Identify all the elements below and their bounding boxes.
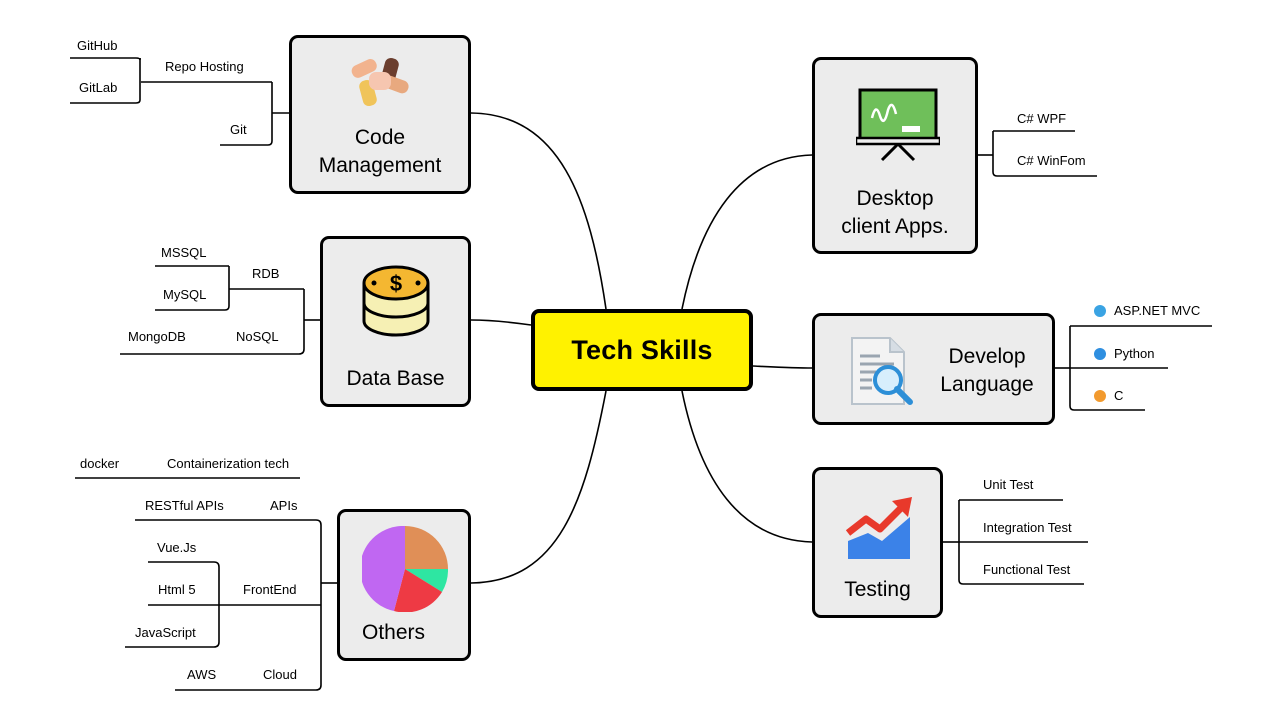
leaf-c[interactable]: C — [1094, 388, 1123, 404]
code-management-title: Code Management — [318, 126, 442, 177]
others-node[interactable]: Others — [337, 509, 471, 661]
leaf-cloud[interactable]: Cloud — [263, 667, 297, 682]
leaf-html5[interactable]: Html 5 — [158, 582, 196, 597]
leaf-git[interactable]: Git — [230, 122, 247, 137]
leaf-integration-test[interactable]: Integration Test — [983, 520, 1072, 535]
document-search-icon — [851, 337, 913, 405]
leaf-python-label: Python — [1114, 346, 1155, 361]
leaf-containerization[interactable]: Containerization tech — [167, 456, 290, 471]
leaf-unit-test[interactable]: Unit Test — [983, 477, 1034, 492]
leaf-rdb[interactable]: RDB — [252, 266, 280, 281]
testing-title: Testing — [844, 578, 911, 601]
leaf-aspnet-label: ASP.NET MVC — [1114, 303, 1201, 318]
leaf-aws[interactable]: AWS — [187, 667, 217, 682]
desktop-apps-title: Desktop client Apps. — [841, 187, 949, 238]
develop-language-node[interactable]: Develop Language — [812, 313, 1055, 425]
leaf-python[interactable]: Python — [1094, 346, 1154, 362]
leaf-mongodb[interactable]: MongoDB — [128, 329, 186, 344]
leaf-wpf[interactable]: C# WPF — [1017, 111, 1067, 126]
leaf-c-label: C — [1114, 388, 1124, 403]
leaf-aspnet[interactable]: ASP.NET MVC — [1094, 303, 1200, 319]
growth-chart-icon — [846, 497, 912, 559]
leaf-docker[interactable]: docker — [80, 456, 120, 471]
leaf-apis[interactable]: APIs — [270, 498, 298, 513]
leaf-github[interactable]: GitHub — [77, 38, 118, 53]
leaf-winform[interactable]: C# WinFom — [1017, 153, 1086, 168]
database-title: Data Base — [346, 367, 445, 390]
desktop-apps-node[interactable]: Desktop client Apps. — [812, 57, 978, 254]
person-icon — [1094, 305, 1106, 317]
svg-text:$: $ — [390, 271, 402, 296]
leaf-nosql[interactable]: NoSQL — [236, 329, 279, 344]
leaf-mysql[interactable]: MySQL — [163, 287, 207, 302]
leaf-functional-test[interactable]: Functional Test — [983, 562, 1071, 577]
root-node[interactable]: Tech Skills — [531, 309, 753, 391]
pie-chart-icon — [362, 526, 448, 612]
testing-node[interactable]: Testing — [812, 467, 943, 618]
others-title: Others — [362, 621, 426, 644]
question-icon — [1094, 390, 1106, 402]
database-node[interactable]: $ Data Base — [320, 236, 471, 407]
coin-database-icon: $ — [362, 265, 430, 337]
blackboard-icon — [856, 88, 940, 162]
leaf-mssql[interactable]: MSSQL — [161, 245, 207, 260]
code-management-node[interactable]: Code Management — [289, 35, 471, 194]
hands-teamwork-icon — [351, 57, 409, 107]
leaf-restful[interactable]: RESTful APIs — [145, 498, 224, 513]
leaf-javascript[interactable]: JavaScript — [135, 625, 196, 640]
develop-language-title: Develop Language — [940, 345, 1034, 396]
leaf-repo-hosting[interactable]: Repo Hosting — [165, 59, 244, 74]
leaf-vue[interactable]: Vue.Js — [157, 540, 197, 555]
leaf-gitlab[interactable]: GitLab — [79, 80, 118, 95]
root-label: Tech Skills — [571, 334, 713, 365]
flag-icon — [1094, 348, 1106, 360]
leaf-frontend[interactable]: FrontEnd — [243, 582, 297, 597]
